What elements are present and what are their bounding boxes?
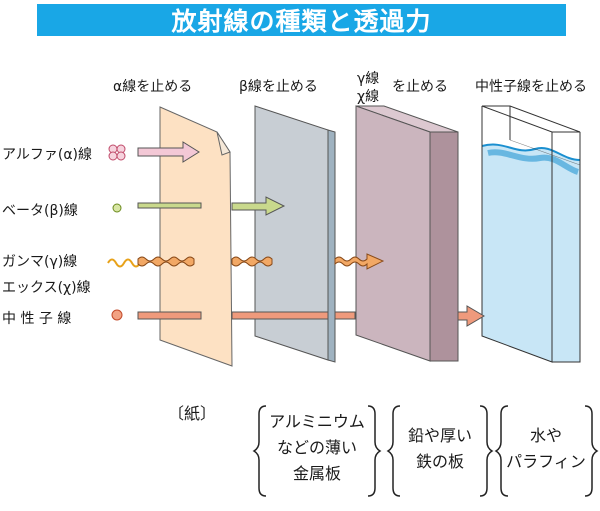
bracket-water-right	[584, 405, 599, 497]
gamma-arrow-3	[334, 253, 385, 270]
header-xray-prefix-2: χ線	[357, 89, 380, 105]
paper-sheet	[159, 106, 233, 367]
material-water-1: 水や	[529, 426, 562, 445]
material-paper: 〔紙〕	[168, 404, 217, 423]
neutron-arrow-2	[231, 311, 329, 320]
lead-plate-side	[429, 131, 459, 362]
bracket-water-left	[494, 405, 509, 497]
water-tank	[481, 105, 581, 363]
alpha-particle-icon	[108, 144, 126, 161]
aluminum-plate-side	[327, 129, 336, 363]
bracket-lead-right	[479, 405, 494, 497]
material-lead-1: 鉛や厚い	[407, 426, 472, 445]
label-xray: エックス(χ)線	[2, 280, 91, 296]
label-neutron-ray: 中 性 子 線	[2, 311, 72, 327]
beta-particle-icon	[112, 203, 122, 213]
gamma-arrow-1	[137, 256, 195, 267]
material-water-2: パラフィン	[506, 452, 586, 471]
alpha-arrow	[137, 141, 200, 163]
neutron-particle-icon	[111, 309, 123, 321]
title-bar: 放射線の種類と透過力	[37, 4, 566, 36]
paper-curl	[216, 131, 231, 156]
aluminum-plate	[254, 105, 329, 361]
bracket-lead-left	[386, 405, 401, 497]
material-lead-2: 鉄の板	[415, 452, 464, 471]
gamma-wave-icon	[107, 258, 141, 268]
label-beta-ray: ベータ(β)線	[2, 203, 78, 219]
material-aluminum-2: などの薄い	[276, 438, 357, 457]
beta-arrow-1	[137, 202, 202, 209]
bracket-aluminum-left	[252, 405, 267, 497]
lead-plate	[355, 105, 431, 362]
neutron-arrow-1	[137, 311, 202, 320]
label-gamma-ray: ガンマ(γ)線	[2, 254, 78, 270]
header-neutron: 中性子線を止める	[475, 79, 587, 95]
material-aluminum-3: 金属板	[292, 464, 341, 483]
header-alpha: α線を止める	[113, 79, 193, 95]
page-title: 放射線の種類と透過力	[171, 7, 432, 36]
beta-arrow-2	[231, 196, 286, 216]
neutron-arrow-4	[457, 305, 485, 327]
header-beta: β線を止める	[239, 79, 318, 95]
material-aluminum-1: アルミニウム	[269, 412, 365, 431]
header-gamma-prefix-1: γ線	[357, 71, 380, 87]
bracket-aluminum-right	[367, 405, 382, 497]
header-gamma-x-suffix: を止める	[392, 79, 448, 95]
gamma-arrow-2	[231, 256, 273, 267]
label-alpha-ray: アルファ(α)線	[2, 147, 93, 163]
neutron-arrow-3	[334, 311, 356, 320]
